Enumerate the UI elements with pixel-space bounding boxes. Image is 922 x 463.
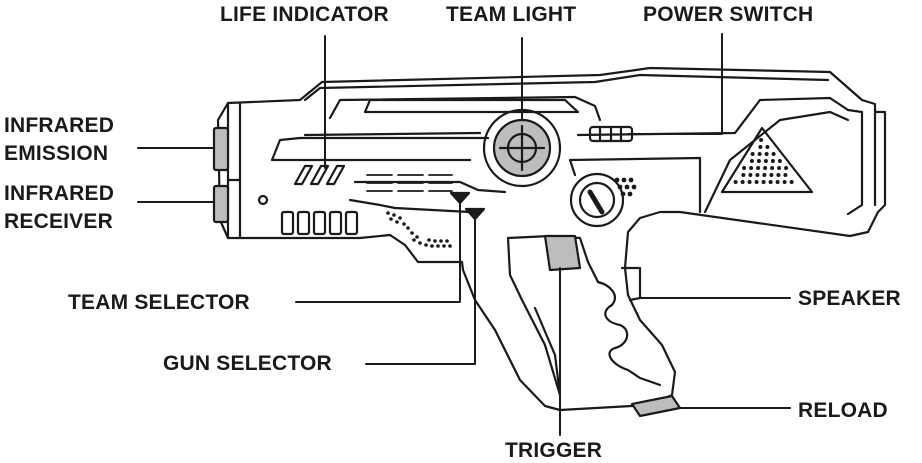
speaker-panel-outline: [720, 126, 814, 194]
speaker-dot: [768, 180, 773, 184]
label-infrared-receiver-line1: INFRARED: [4, 182, 115, 205]
speaker-dot: [754, 180, 759, 184]
label-infrared-emission-line1: INFRARED: [4, 114, 115, 137]
body-ridge-top: [303, 73, 830, 102]
speaker-dot: [770, 166, 775, 170]
speaker-dot: [756, 159, 761, 163]
label-gun-selector: GUN SELECTOR: [163, 352, 332, 375]
speaker-dot: [761, 180, 766, 184]
speaker-dot: [762, 173, 767, 177]
label-power-switch: POWER SWITCH: [643, 3, 814, 26]
speaker-dot: [749, 166, 754, 170]
nose-block: [226, 101, 242, 240]
label-team-selector: TEAM SELECTOR: [68, 291, 250, 314]
body-ridge-upper: [328, 95, 602, 122]
speaker-dot: [782, 180, 787, 184]
leader-gun-selector: [365, 217, 476, 365]
label-infrared-receiver-line2: RECEIVER: [4, 210, 113, 233]
stock-lines: [703, 110, 850, 214]
gun-selector-button: [464, 207, 486, 221]
speaker-dot: [749, 159, 754, 163]
team-light-scope: [482, 108, 562, 188]
stock-rear: [846, 108, 877, 216]
team-selector-button: [449, 191, 471, 205]
barrel-slots: [280, 210, 359, 236]
speaker-dot: [763, 159, 768, 163]
label-infrared-emission-line2: EMISSION: [4, 142, 109, 165]
speaker-dot: [740, 180, 745, 184]
grip-back-line: [620, 266, 642, 302]
body-ridge-mid: [363, 98, 580, 114]
speaker-dot: [764, 152, 769, 156]
speaker-dot: [756, 166, 761, 170]
label-speaker: SPEAKER: [798, 287, 901, 310]
nose-screw: [257, 194, 269, 206]
speaker-dot: [757, 152, 762, 156]
speaker-dot: [777, 159, 782, 163]
body-mid-line: [353, 156, 702, 214]
speaker-dot: [789, 180, 794, 184]
gun-body-outline: [216, 66, 887, 412]
trigger-guard: [506, 236, 562, 397]
selector-knob: [569, 172, 625, 228]
label-reload: RELOAD: [798, 399, 888, 422]
speaker-dot: [742, 166, 747, 170]
speaker-dot: [733, 180, 738, 184]
speaker-dot: [747, 180, 752, 184]
infrared-emitter-lens: [212, 126, 230, 172]
speaker-dot: [741, 173, 746, 177]
top-vents: [366, 174, 453, 192]
trigger-guard-inner: [506, 234, 600, 284]
body-rail: [270, 136, 490, 162]
trigger: [543, 234, 582, 272]
label-team-light: TEAM LIGHT: [446, 3, 577, 26]
speaker-dot: [784, 166, 789, 170]
life-indicator-bars: [293, 164, 346, 186]
body-lower-line: [348, 198, 472, 214]
leader-power-switch: [627, 33, 723, 135]
leader-team-selector: [295, 201, 461, 303]
label-life-indicator: LIFE INDICATOR: [220, 3, 389, 26]
speaker-dot: [759, 138, 764, 142]
label-trigger: TRIGGER: [505, 439, 603, 462]
knob-dots: [614, 177, 637, 197]
speaker-dot: [771, 152, 776, 156]
speaker-dot: [769, 173, 774, 177]
speaker-dot: [755, 173, 760, 177]
speaker-dot: [770, 159, 775, 163]
infrared-receiver-lens: [212, 184, 230, 224]
leader-lines: [137, 33, 791, 436]
grip-front-line: [533, 306, 562, 397]
reload-button: [630, 394, 682, 418]
speaker-dot: [783, 173, 788, 177]
dot-texture-strip: [386, 211, 452, 248]
speaker-dot: [763, 166, 768, 170]
speaker-grill-dots: [733, 138, 794, 184]
speaker-dot: [777, 166, 782, 170]
speaker-dot: [765, 145, 770, 149]
speaker-dot: [748, 173, 753, 177]
speaker-dot: [776, 173, 781, 177]
grip-contour: [596, 280, 662, 387]
speaker-dot: [750, 152, 755, 156]
speaker-dot: [758, 145, 763, 149]
speaker-dot: [775, 180, 780, 184]
